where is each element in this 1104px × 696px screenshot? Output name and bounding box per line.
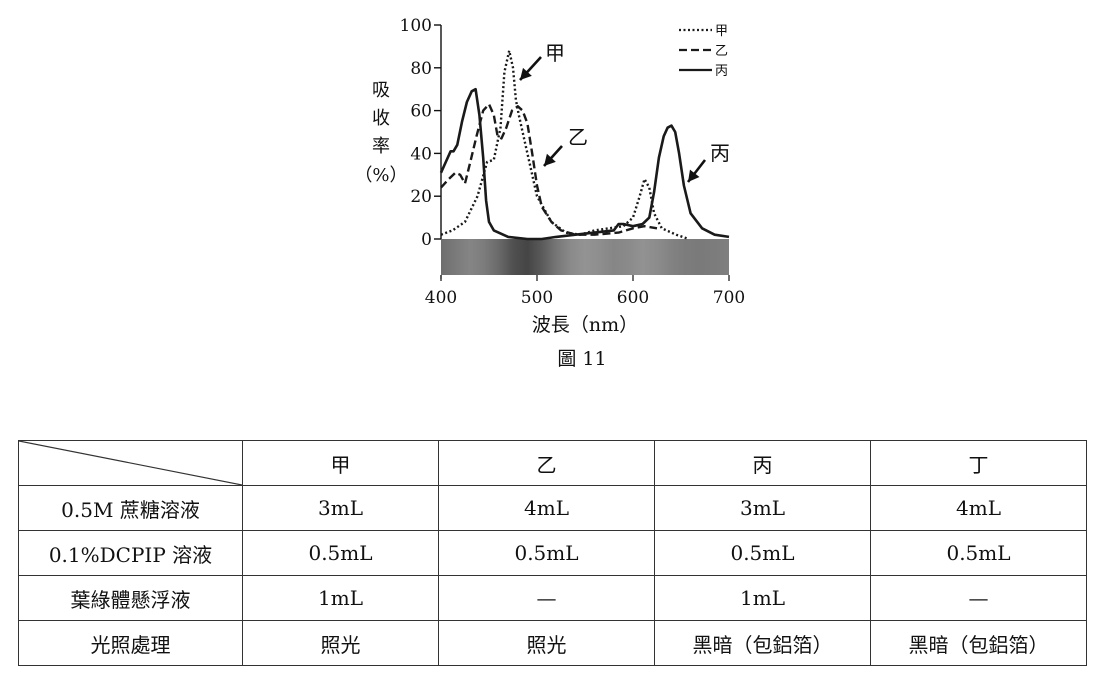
absorption-chart: 0 20 40 60 80 100 400 500 600 700 波長（nm） 圖 11 吸收率 （%）… — [354, 16, 745, 370]
x-axis-label: 波長（nm） — [532, 314, 638, 336]
spectrum-bar — [441, 239, 729, 275]
y-axis-label: （%） — [354, 165, 407, 186]
series-line — [440, 103, 658, 236]
table-row: 葉綠體懸浮液 1mL — 1mL — — [18, 575, 1087, 621]
chart-legend: 甲乙丙 — [679, 24, 728, 79]
table-cell: 4mL — [870, 485, 1087, 531]
table-cell: 3mL — [654, 485, 871, 531]
series-label: 乙 — [568, 125, 588, 149]
table-corner-cell — [18, 440, 243, 486]
x-tick-label: 600 — [617, 288, 649, 308]
y-tick-label: 60 — [410, 102, 432, 122]
arrow-head — [688, 169, 700, 182]
table-cell: — — [438, 575, 655, 621]
table-cell: 0.5mL — [870, 530, 1087, 576]
y-axis-label: 率 — [372, 136, 390, 157]
row-label: 葉綠體懸浮液 — [18, 575, 243, 621]
table-header-cell: 甲 — [242, 440, 439, 486]
chart-series — [439, 49, 730, 241]
x-tick-label: 500 — [521, 288, 553, 308]
arrow-head — [544, 153, 556, 166]
table-cell: 0.5mL — [242, 530, 439, 576]
table-cell: 黑暗（包鋁箔） — [654, 620, 871, 666]
y-tick-label: 80 — [410, 59, 432, 79]
row-label: 0.1%DCPIP 溶液 — [18, 530, 243, 576]
series-label: 丙 — [710, 141, 730, 165]
chart-series-labels: 甲乙丙 — [519, 41, 730, 183]
x-tick-label: 400 — [425, 288, 457, 308]
y-axis-label: 吸 — [372, 80, 390, 101]
table-cell: 照光 — [242, 620, 439, 666]
arrow-head — [520, 67, 532, 80]
table-cell: 0.5mL — [438, 530, 655, 576]
table-cell: 4mL — [438, 485, 655, 531]
chart-axes: 0 20 40 60 80 100 400 500 600 700 波長（nm） 圖 11 吸收率 （%） — [354, 16, 745, 370]
table-header-cell: 丁 — [870, 440, 1087, 486]
table-header-cell: 乙 — [438, 440, 655, 486]
chart-caption: 圖 11 — [557, 348, 606, 370]
series-line — [440, 49, 690, 241]
legend-label: 乙 — [715, 44, 728, 59]
table-cell: 3mL — [242, 485, 439, 531]
legend-label: 丙 — [715, 64, 728, 79]
y-tick-label: 100 — [400, 16, 432, 36]
table-cell: 黑暗（包鋁箔） — [870, 620, 1087, 666]
y-tick-label: 0 — [421, 230, 432, 250]
table-row: 光照處理 照光 照光 黑暗（包鋁箔） 黑暗（包鋁箔） — [18, 620, 1087, 666]
table-cell: 1mL — [242, 575, 439, 621]
table-cell: 0.5mL — [654, 530, 871, 576]
series-line — [439, 87, 730, 241]
row-label: 光照處理 — [18, 620, 243, 666]
table-cell: — — [870, 575, 1087, 621]
table-row: 0.1%DCPIP 溶液 0.5mL 0.5mL 0.5mL 0.5mL — [18, 530, 1087, 576]
series-label: 甲 — [545, 41, 565, 65]
table-cell: 照光 — [438, 620, 655, 666]
x-tick-label: 700 — [713, 288, 745, 308]
table-header-cell: 丙 — [654, 440, 871, 486]
y-tick-label: 40 — [410, 144, 432, 164]
table-header-row: 甲 乙 丙 丁 — [18, 440, 1087, 486]
experiment-table: 甲 乙 丙 丁 0.5M 蔗糖溶液 3mL 4mL 3mL 4mL 0.1%DC… — [18, 440, 1087, 666]
legend-label: 甲 — [715, 24, 728, 39]
y-axis-label: 收 — [372, 108, 390, 129]
diagonal-divider — [19, 441, 242, 485]
y-tick-label: 20 — [410, 187, 432, 207]
table-row: 0.5M 蔗糖溶液 3mL 4mL 3mL 4mL — [18, 485, 1087, 531]
table-cell: 1mL — [654, 575, 871, 621]
row-label: 0.5M 蔗糖溶液 — [18, 485, 243, 531]
